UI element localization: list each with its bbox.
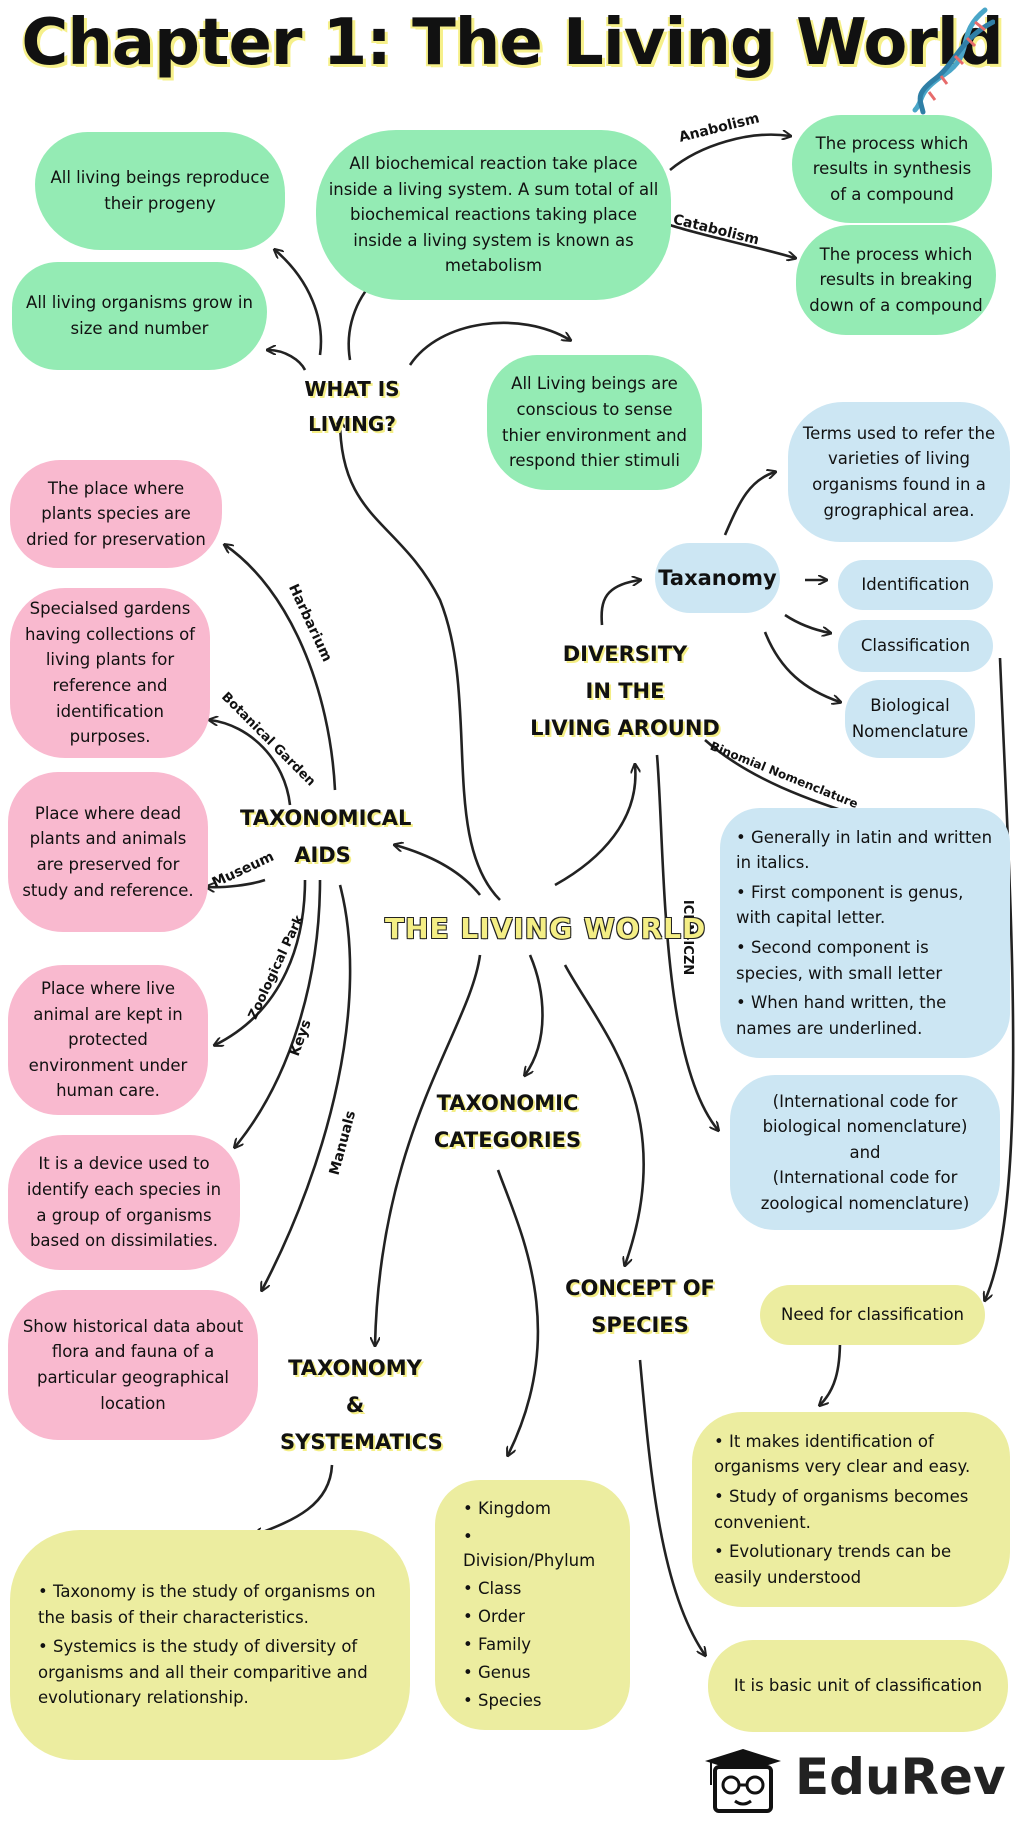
species-hub-line2: SPECIES bbox=[591, 1312, 689, 1337]
metabolism-bubble: All biochemical reaction take place insi… bbox=[316, 130, 671, 300]
diversity-hub-line1: DIVERSITY bbox=[562, 642, 688, 666]
systematics-point: • Systemics is the study of diversity of… bbox=[38, 1637, 368, 1708]
reproduce-text: All living beings reproduce their progen… bbox=[50, 168, 270, 213]
museum-text: Place where dead plants and animals are … bbox=[22, 803, 194, 900]
botanical-bubble: Specialsed gardens having collections of… bbox=[10, 588, 210, 758]
need-point: • It makes identification of organisms v… bbox=[714, 1431, 971, 1477]
systematics-bubble: • Taxonomy is the study of organisms on … bbox=[10, 1530, 410, 1760]
identification-text: Identification bbox=[861, 575, 970, 595]
biological-nomenclature-text: Biological Nomenclature bbox=[851, 696, 969, 741]
species-text: It is basic unit of classification bbox=[733, 1676, 983, 1696]
category-item: • Kingdom bbox=[463, 1499, 551, 1519]
zoo-bubble: Place where live animal are kept in prot… bbox=[8, 965, 208, 1115]
manuals-text: Show historical data about flora and fau… bbox=[22, 1316, 244, 1413]
icbn-line1: (International code for biological nomen… bbox=[762, 1091, 968, 1137]
systematics-hub: TAXONOMY & SYSTEMATICS bbox=[280, 1350, 443, 1460]
diversity-hub-line3: LIVING AROUND bbox=[530, 715, 720, 740]
need-point: • Study of organisms becomes convenient. bbox=[714, 1486, 969, 1532]
anabolism-text: The process which results in synthesis o… bbox=[812, 133, 972, 204]
catabolism-bubble: The process which results in breaking do… bbox=[796, 225, 996, 335]
grow-bubble: All living organisms grow in size and nu… bbox=[12, 262, 267, 370]
need-point: • Evolutionary trends can be easily unde… bbox=[714, 1542, 952, 1587]
herbarium-text: The place where plants species are dried… bbox=[26, 478, 206, 549]
brand-name: EduRev bbox=[795, 1748, 1006, 1806]
aids-hub-line2: AIDS bbox=[294, 842, 351, 867]
categories-hub: TAXONOMIC CATEGORIES bbox=[430, 1085, 585, 1159]
keys-text: It is a device used to identify each spe… bbox=[26, 1154, 222, 1251]
page-title: Chapter 1: The Living World bbox=[21, 6, 1003, 80]
systematics-hub-line2: & bbox=[345, 1392, 365, 1417]
museum-bubble: Place where dead plants and animals are … bbox=[8, 772, 208, 932]
need-points-bubble: • It makes identification of organisms v… bbox=[692, 1412, 1010, 1607]
categories-list-bubble: • Kingdom • Division/Phylum • Class • Or… bbox=[435, 1480, 630, 1730]
catabolism-text: The process which results in breaking do… bbox=[809, 244, 983, 315]
icbn-bubble: (International code for biological nomen… bbox=[730, 1075, 1000, 1230]
species-hub-line1: CONCEPT OF bbox=[565, 1276, 715, 1300]
systematics-hub-line1: TAXONOMY bbox=[288, 1356, 422, 1380]
binomial-point: • First component is genus, with capital… bbox=[736, 882, 964, 928]
species-bubble: It is basic unit of classification bbox=[708, 1640, 1008, 1732]
category-item: • Genus bbox=[463, 1662, 531, 1682]
classification-bubble: Classification bbox=[838, 620, 993, 672]
binomial-point: • Generally in latin and written in ital… bbox=[736, 827, 993, 873]
center-topic: THE LIVING WORLD bbox=[385, 912, 707, 945]
category-item: • Species bbox=[463, 1690, 542, 1710]
what-is-living-hub: WHAT IS LIVING? bbox=[304, 377, 400, 436]
need-text: Need for classification bbox=[780, 1305, 965, 1325]
terms-bubble: Terms used to refer the varieties of liv… bbox=[788, 402, 1010, 542]
classification-text: Classification bbox=[860, 636, 971, 656]
manuals-bubble: Show historical data about flora and fau… bbox=[8, 1290, 258, 1440]
category-item: • Family bbox=[463, 1634, 532, 1654]
binomial-bubble: • Generally in latin and written in ital… bbox=[720, 808, 1010, 1058]
systematics-hub-line3: SYSTEMATICS bbox=[280, 1429, 443, 1454]
keys-bubble: It is a device used to identify each spe… bbox=[8, 1135, 240, 1270]
taxanomy-bubble: Taxanomy bbox=[655, 543, 780, 613]
aids-hub-line1: TAXONOMICAL bbox=[240, 806, 412, 830]
species-hub: CONCEPT OF SPECIES bbox=[565, 1270, 715, 1344]
taxanomy-text: Taxanomy bbox=[658, 565, 777, 590]
category-item: • Order bbox=[463, 1607, 525, 1626]
zoo-text: Place where live animal are kept in prot… bbox=[28, 979, 188, 1101]
diversity-hub-line2: IN THE bbox=[585, 678, 665, 703]
icbn-and: and bbox=[849, 1142, 881, 1162]
binomial-point: • Second component is species, with smal… bbox=[736, 938, 943, 983]
metabolism-text: All biochemical reaction take place insi… bbox=[328, 154, 659, 276]
identification-bubble: Identification bbox=[838, 560, 993, 610]
systematics-point: • Taxonomy is the study of organisms on … bbox=[38, 1582, 376, 1627]
conscious-text: All Living beings are conscious to sense… bbox=[501, 374, 688, 471]
biological-nomenclature-bubble: Biological Nomenclature bbox=[845, 680, 975, 758]
herbarium-bubble: The place where plants species are dried… bbox=[10, 460, 222, 568]
category-item: • Division/Phylum bbox=[463, 1527, 596, 1571]
edurev-logo-icon bbox=[705, 1749, 781, 1813]
categories-hub-line1: TAXONOMIC bbox=[436, 1091, 579, 1115]
icbn-line2: (International code for zoological nomen… bbox=[760, 1168, 970, 1213]
aids-hub: TAXONOMICAL AIDS bbox=[240, 800, 412, 874]
terms-text: Terms used to refer the varieties of liv… bbox=[802, 423, 996, 520]
anabolism-bubble: The process which results in synthesis o… bbox=[792, 115, 992, 223]
categories-hub-line2: CATEGORIES bbox=[433, 1127, 582, 1152]
dna-icon bbox=[912, 7, 995, 115]
binomial-point: • When hand written, the names are under… bbox=[736, 993, 947, 1038]
need-bubble: Need for classification bbox=[760, 1285, 985, 1345]
category-item: • Class bbox=[463, 1579, 522, 1599]
diversity-hub: DIVERSITY IN THE LIVING AROUND bbox=[530, 636, 720, 746]
reproduce-bubble: All living beings reproduce their progen… bbox=[35, 132, 285, 250]
grow-text: All living organisms grow in size and nu… bbox=[26, 293, 253, 338]
conscious-bubble: All Living beings are conscious to sense… bbox=[487, 355, 702, 490]
botanical-text: Specialsed gardens having collections of… bbox=[24, 599, 195, 747]
